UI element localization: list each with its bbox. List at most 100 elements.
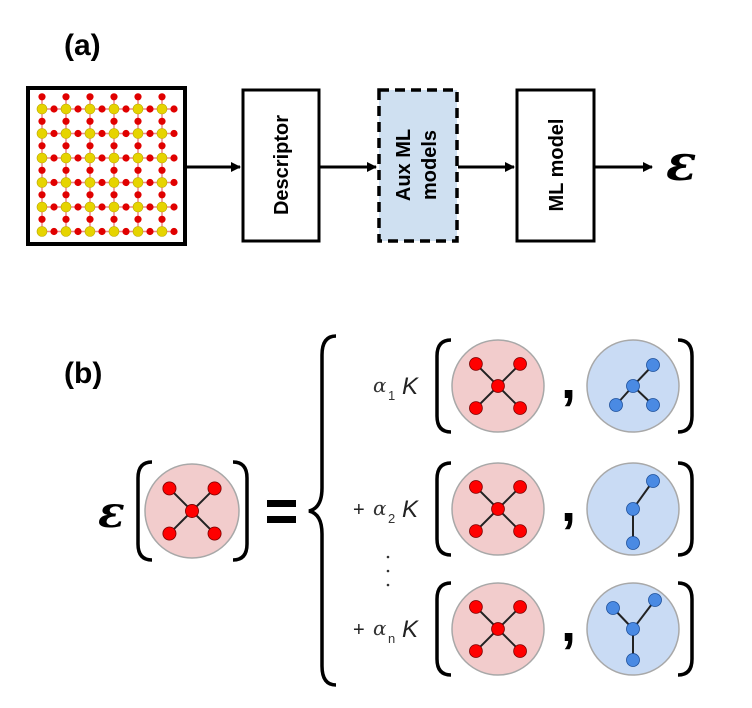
blue-node bbox=[648, 593, 662, 607]
kernel-symbol: K bbox=[402, 496, 419, 523]
alpha-subscript: n bbox=[388, 631, 395, 646]
oxygen-atom bbox=[98, 105, 106, 113]
ml-model-label: ML model bbox=[546, 119, 568, 212]
blue-node bbox=[606, 601, 620, 615]
oxygen-atom bbox=[50, 227, 58, 236]
red-node bbox=[513, 644, 527, 658]
oxygen-atom bbox=[170, 227, 178, 236]
metal-atom bbox=[84, 103, 96, 115]
ml-model-box: ML model bbox=[515, 88, 596, 243]
oxygen-atom bbox=[74, 203, 82, 211]
descriptor-box: Descriptor bbox=[241, 88, 321, 243]
oxygen-atom bbox=[50, 129, 58, 138]
oxygen-atom bbox=[38, 93, 46, 101]
aux-label-line2: models bbox=[419, 130, 441, 200]
oxygen-atom bbox=[86, 166, 94, 174]
oxygen-atom bbox=[122, 178, 130, 187]
metal-atom bbox=[108, 152, 120, 164]
oxygen-atom bbox=[158, 117, 166, 125]
metal-atom bbox=[36, 103, 48, 115]
blue-node bbox=[626, 653, 640, 667]
blue-node bbox=[626, 502, 640, 516]
oxygen-atom bbox=[158, 166, 166, 174]
blue-structure-graph bbox=[586, 462, 680, 556]
oxygen-atom bbox=[62, 117, 70, 125]
metal-atom bbox=[60, 177, 72, 188]
lhs-epsilon: ε bbox=[98, 487, 125, 538]
metal-atom bbox=[156, 177, 168, 188]
structure-frame bbox=[26, 86, 187, 246]
oxygen-atom bbox=[146, 154, 154, 162]
oxygen-atom bbox=[170, 178, 178, 187]
red-structure-graph bbox=[144, 463, 240, 559]
oxygen-atom bbox=[62, 166, 70, 174]
oxygen-atom bbox=[98, 227, 106, 236]
oxygen-atom bbox=[38, 142, 46, 150]
alpha-subscript: 2 bbox=[388, 511, 395, 526]
red-node bbox=[469, 357, 483, 371]
oxygen-atom bbox=[50, 203, 58, 211]
red-node bbox=[469, 480, 483, 494]
crystal-lattice bbox=[36, 93, 178, 237]
metal-atom bbox=[156, 152, 168, 164]
metal-atom bbox=[108, 177, 120, 188]
output-epsilon: ε bbox=[666, 133, 696, 192]
metal-atom bbox=[60, 128, 72, 139]
oxygen-atom bbox=[110, 191, 118, 199]
oxygen-atom bbox=[62, 191, 70, 199]
oxygen-atom bbox=[38, 117, 46, 125]
oxygen-atom bbox=[158, 191, 166, 199]
red-node bbox=[513, 480, 527, 494]
metal-atom bbox=[84, 226, 96, 237]
metal-atom bbox=[60, 226, 72, 237]
metal-atom bbox=[36, 226, 48, 237]
blue-node bbox=[646, 358, 660, 372]
alpha-coefficient: α bbox=[373, 496, 387, 520]
metal-atom bbox=[36, 128, 48, 139]
equals-sign bbox=[267, 500, 296, 523]
oxygen-atom bbox=[122, 227, 130, 236]
oxygen-atom bbox=[98, 178, 106, 187]
aux-label-line1: Aux ML bbox=[393, 129, 415, 201]
aux-ml-models-box: Aux ML models bbox=[377, 88, 459, 243]
metal-atom bbox=[60, 152, 72, 164]
oxygen-atom bbox=[110, 117, 118, 125]
blue-node bbox=[626, 622, 640, 636]
red-node bbox=[513, 524, 527, 538]
oxygen-atom bbox=[74, 129, 82, 138]
oxygen-atom bbox=[134, 142, 142, 150]
kernel-right-bracket bbox=[677, 338, 694, 434]
kernel-left-bracket bbox=[435, 461, 452, 557]
red-node bbox=[162, 481, 177, 496]
oxygen-atom bbox=[110, 142, 118, 150]
red-structure-graph bbox=[451, 339, 545, 433]
red-node bbox=[469, 401, 483, 415]
red-structure-graph bbox=[451, 462, 545, 556]
oxygen-atom bbox=[74, 154, 82, 162]
alpha-coefficient: α bbox=[373, 373, 387, 397]
oxygen-atom bbox=[170, 203, 178, 211]
oxygen-atom bbox=[158, 215, 166, 223]
metal-atom bbox=[36, 201, 48, 213]
oxygen-atom bbox=[74, 227, 82, 236]
vertical-ellipsis bbox=[386, 555, 390, 587]
oxygen-atom bbox=[62, 93, 70, 101]
metal-atom bbox=[84, 177, 96, 188]
metal-atom bbox=[84, 128, 96, 139]
oxygen-atom bbox=[170, 129, 178, 138]
oxygen-atom bbox=[122, 203, 130, 211]
oxygen-atom bbox=[38, 166, 46, 174]
oxygen-atom bbox=[50, 154, 58, 162]
oxygen-atom bbox=[122, 154, 130, 162]
metal-atom bbox=[132, 177, 144, 188]
comma: , bbox=[561, 593, 576, 653]
alpha-coefficient: α bbox=[373, 616, 387, 640]
red-node bbox=[207, 526, 222, 541]
left-curly-brace bbox=[308, 334, 337, 687]
oxygen-atom bbox=[62, 215, 70, 223]
oxygen-atom bbox=[86, 142, 94, 150]
